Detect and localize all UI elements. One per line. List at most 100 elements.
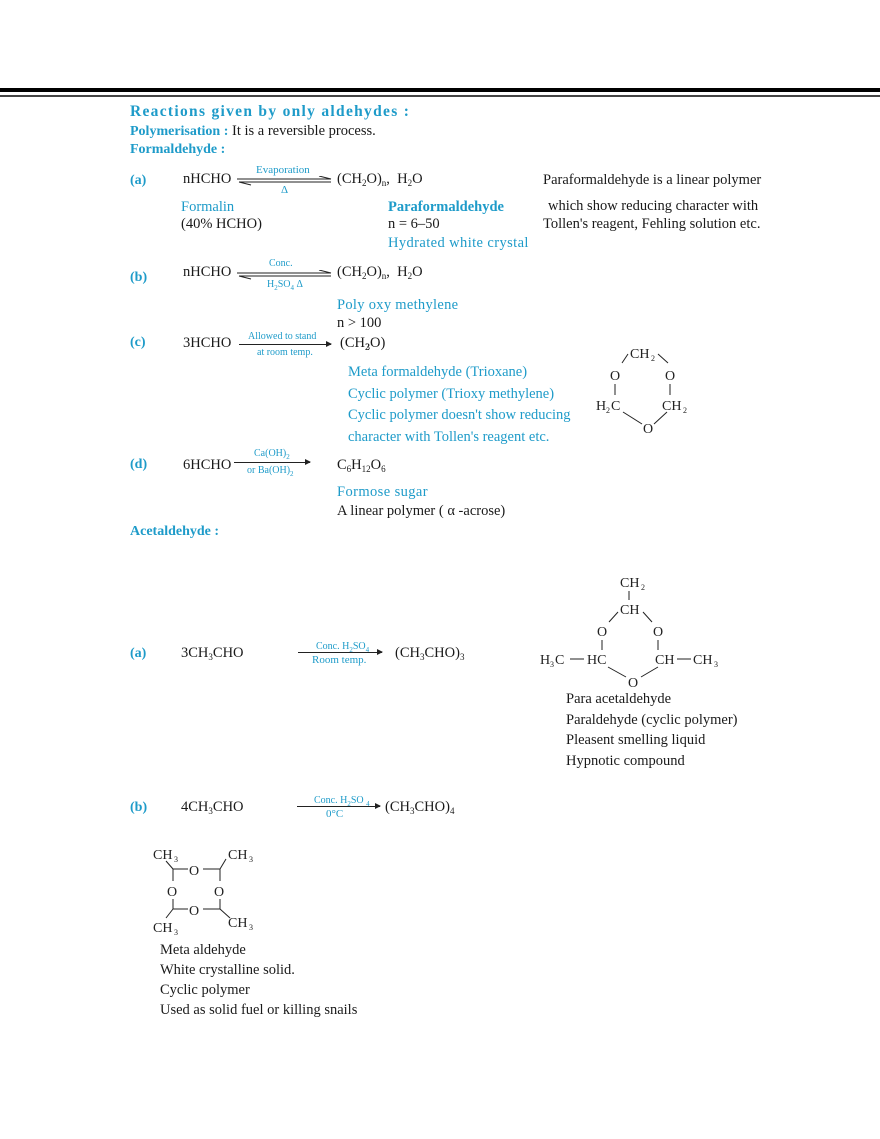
svg-text:HC: HC [587,653,606,668]
svg-text:C: C [611,399,620,414]
side-note-2: which show reducing character with [548,198,759,214]
svg-text:CH: CH [693,653,712,668]
equilibrium-arrow-icon [237,270,332,280]
svg-text:CH: CH [630,347,649,362]
svg-text:CH: CH [620,576,639,591]
arrow-bottom-fb: H2SO4 Δ [267,279,303,292]
svg-text:O: O [665,369,675,384]
reaction-label-fa: (a) [130,173,147,188]
formaldehyde-heading: Formaldehyde : [130,142,226,157]
product-fc: (CH23O) [340,335,386,352]
polymerisation-label: Polymerisation : [130,124,229,139]
arrow-bottom-fd: or Ba(OH)2 [247,465,294,478]
svg-text:O: O [643,422,653,437]
product-name-fd: Formose sugar [337,484,428,500]
svg-text:H: H [596,399,606,414]
note-ab-3: Used as solid fuel or killing snails [160,1002,358,1018]
svg-text:CH: CH [153,848,172,863]
svg-text:CH: CH [228,848,247,863]
svg-text:3: 3 [249,923,253,932]
svg-text:2: 2 [606,406,610,415]
svg-text:CH: CH [620,603,639,618]
product-name-fb: Poly oxy methylene [337,297,459,313]
svg-text:CH: CH [662,399,681,414]
product-aa: (CH3CHO)3 [395,645,465,662]
product-fa: (CH2O)n, H2O [337,171,423,188]
svg-text:C: C [555,653,564,668]
arrow-top-ab: Conc. H2SO 4 [314,795,370,808]
reaction-label-ab: (b) [130,800,148,815]
note-aa-3: Hypnotic compound [566,753,685,769]
svg-text:O: O [597,625,607,640]
arrow-top-fd: Ca(OH)2 [254,448,290,461]
reaction-label-fb: (b) [130,270,148,285]
reaction-label-aa: (a) [130,646,147,661]
reactant-note-fa: (40% HCHO) [181,216,262,232]
reaction-label-fc: (c) [130,335,146,350]
side-note-3: Tollen's reagent, Fehling solution etc. [543,216,761,232]
note-fc-1: Cyclic polymer (Trioxy methylene) [348,386,555,402]
arrow-bottom-fc: at room temp. [257,347,313,358]
svg-text:O: O [610,369,620,384]
product-fd: C6H12O6 [337,457,386,474]
svg-text:3: 3 [249,855,253,864]
arrow-top-aa: Conc. H2SO4 [316,641,370,654]
note-fc-0: Meta formaldehyde (Trioxane) [348,364,528,380]
reaction-label-fd: (d) [130,457,148,472]
product-name-fa: Paraformaldehyde [388,199,504,215]
reaction-arrow-icon [234,459,311,465]
note-aa-1: Paraldehyde (cyclic polymer) [566,712,738,728]
note-fc-3: character with Tollen's reagent etc. [348,429,550,445]
reaction-arrow-icon [297,803,381,809]
product-note-fd: A linear polymer ( α -acrose) [337,503,506,519]
note-aa-0: Para acetaldehyde [566,691,672,707]
reactant-fa: nHCHO [183,171,232,187]
reaction-arrow-icon [239,341,332,347]
product-n-fa: n = 6–50 [388,216,440,232]
note-ab-1: White crystalline solid. [160,962,295,978]
arrow-top-fa: Evaporation [256,164,310,176]
note-ab-0: Meta aldehyde [160,942,246,958]
note-ab-2: Cyclic polymer [160,982,250,998]
arrow-bottom-ab: 0°C [326,808,344,820]
arrow-bottom-aa: Room temp. [312,654,367,666]
svg-text:3: 3 [714,660,718,669]
reactant-fb: nHCHO [183,264,232,280]
svg-text:2: 2 [641,583,645,592]
arrow-bottom-fa: Δ [281,184,289,196]
svg-text:O: O [189,904,199,919]
svg-text:O: O [653,625,663,640]
acetaldehyde-heading: Acetaldehyde : [130,524,220,539]
svg-text:CH: CH [655,653,674,668]
header-rule-thick [0,88,880,92]
product-n-fb: n > 100 [337,315,382,331]
svg-text:O: O [167,885,177,900]
side-note-1: Paraformaldehyde is a linear polymer [543,172,762,188]
svg-text:2: 2 [651,354,655,363]
polymerisation-text: It is a reversible process. [228,123,376,139]
svg-text:O: O [628,676,638,690]
reactant-name-fa: Formalin [181,199,235,215]
svg-text:2: 2 [683,406,687,415]
svg-text:O: O [189,864,199,879]
reactant-aa: 3CH3CHO [181,645,244,662]
svg-text:O: O [214,885,224,900]
svg-text:3: 3 [174,855,178,864]
product-ab: (CH3CHO)4 [385,799,455,816]
svg-text:3: 3 [550,660,554,669]
polymerisation-line: Polymerisation : It is a reversible proc… [130,123,376,140]
reactant-ab: 4CH3CHO [181,799,244,816]
svg-text:CH: CH [153,921,172,935]
reaction-arrow-icon [298,649,383,655]
note-aa-2: Pleasent smelling liquid [566,732,706,748]
svg-text:CH: CH [228,916,247,931]
svg-text:3: 3 [174,928,178,935]
product-fb: (CH2O)n, H2O [337,264,423,281]
reactant-fc: 3HCHO [183,335,232,351]
product-note-fa: Hydrated white crystal [388,235,529,251]
arrow-top-fb: Conc. [269,258,293,269]
equilibrium-arrow-icon [237,176,332,186]
